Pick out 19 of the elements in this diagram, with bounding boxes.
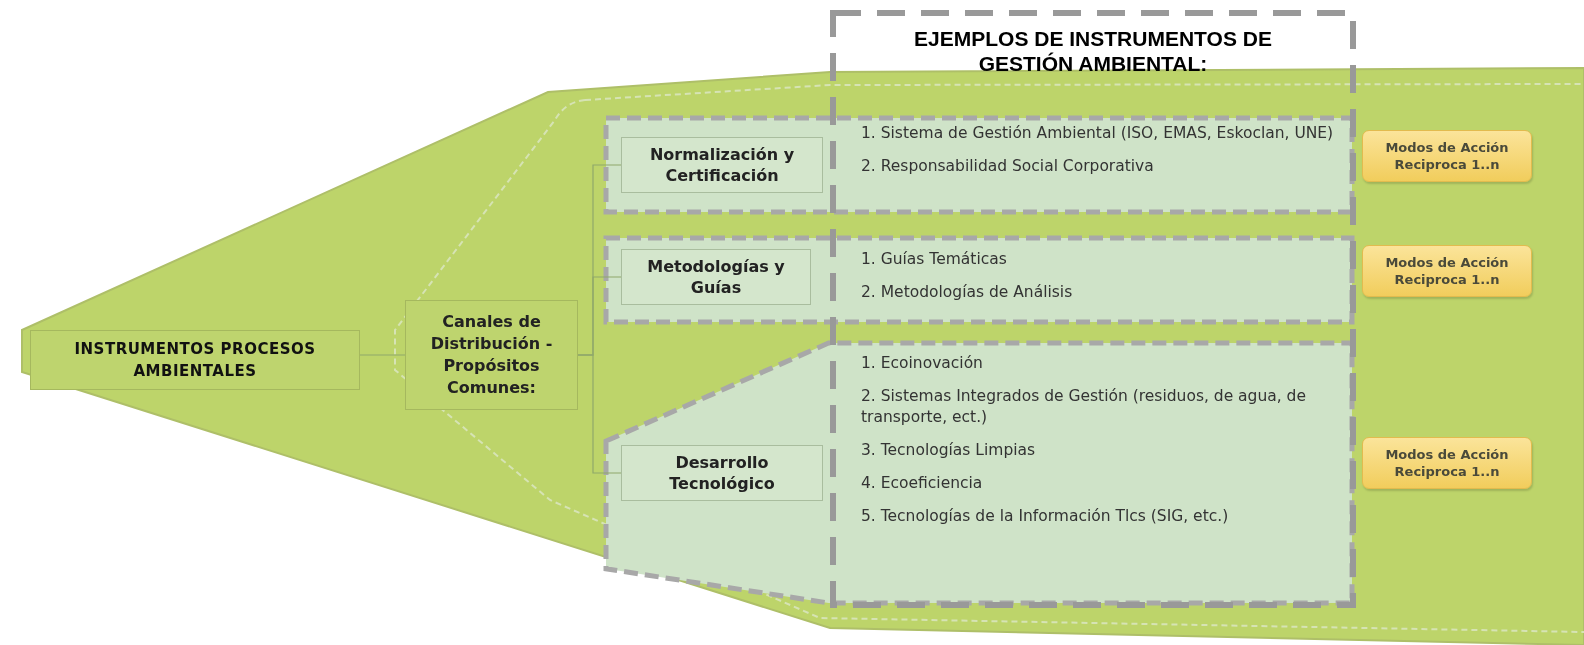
frame-heading: EJEMPLOS DE INSTRUMENTOS DE GESTIÓN AMBIENTAL: [913, 26, 1273, 76]
list-item: 1. Ecoinovación [861, 353, 984, 374]
list-item: 1. Guías Temáticas [861, 249, 1008, 270]
connector-line [577, 354, 622, 474]
list-item: 1. Sistema de Gestión Ambiental (ISO, EMAS, Eskoclan, UNE) [861, 123, 1335, 144]
list-item: 2. Sistemas Integrados de Gestión (residuos, de agua, de transporte, ect.) [861, 386, 1307, 428]
list-item: 5. Tecnologías de la Información Tlcs (SIG, etc.) [861, 506, 1230, 527]
action-box: Modos de Acción Reciproca 1..n [1362, 130, 1532, 182]
list-item: 2. Responsabilidad Social Corporativa [861, 156, 1155, 177]
branch-box: Canales de Distribución - Propósitos Comunes: [405, 300, 578, 410]
list-item: 2. Metodologías de Análisis [861, 282, 1074, 303]
action-box: Modos de Acción Reciproca 1..n [1362, 437, 1532, 489]
category-box: Normalización y Certificación [621, 137, 823, 193]
category-box: Metodologías y Guías [621, 249, 811, 305]
root-box: INSTRUMENTOS PROCESOS AMBIENTALES [30, 330, 360, 390]
list-item: 3. Tecnologías Limpias [861, 440, 1037, 461]
category-box: Desarrollo Tecnológico [621, 445, 823, 501]
list-item: 4. Ecoeficiencia [861, 473, 984, 494]
action-box: Modos de Acción Reciproca 1..n [1362, 245, 1532, 297]
